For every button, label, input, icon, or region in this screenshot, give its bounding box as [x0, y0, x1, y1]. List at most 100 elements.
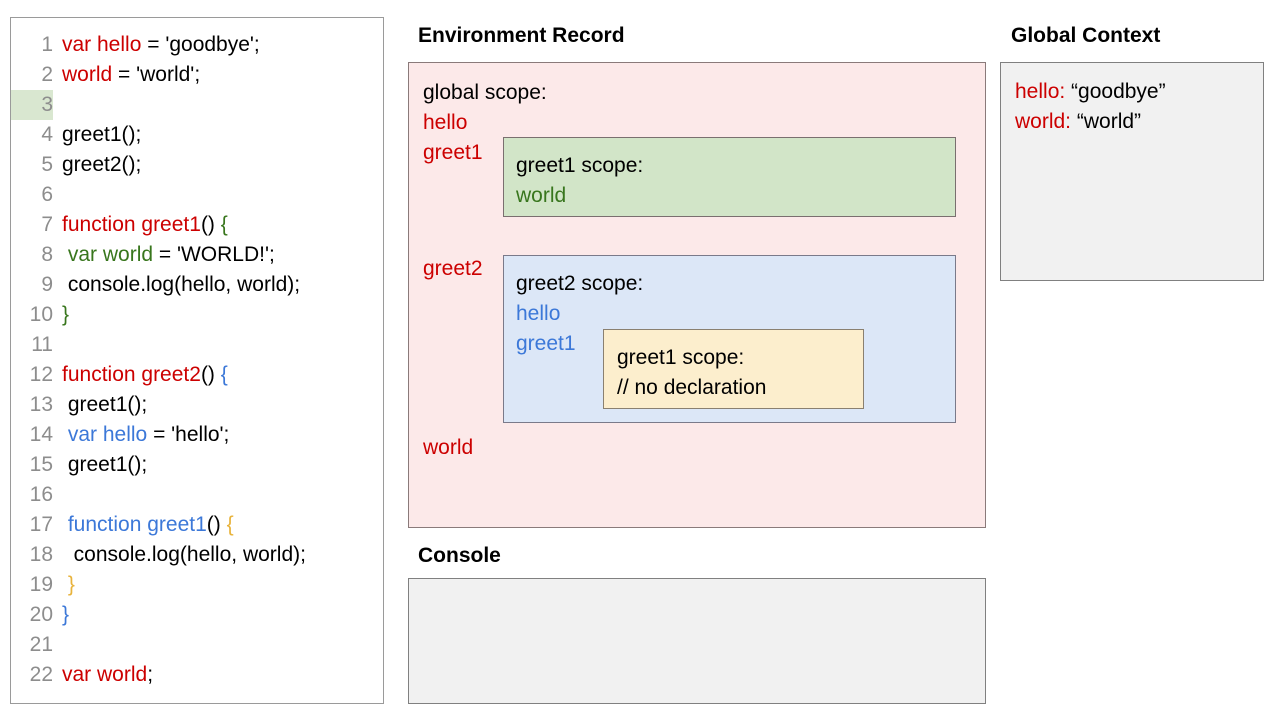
- code-line-text: function greet2() {: [53, 360, 228, 390]
- code-token: function greet1: [67, 513, 207, 536]
- code-token: = 'WORLD!';: [153, 243, 275, 266]
- code-line[interactable]: 14 var hello = 'hello';: [11, 420, 383, 450]
- code-line-number: 14: [29, 423, 53, 446]
- code-line-text: }: [53, 600, 69, 630]
- code-line[interactable]: 3: [11, 90, 383, 120]
- code-line-text: }: [53, 300, 69, 330]
- code-line[interactable]: 16: [11, 480, 383, 510]
- code-token: = 'goodbye';: [141, 33, 260, 56]
- code-line-number: 2: [41, 63, 53, 86]
- code-line-number: 8: [41, 243, 53, 266]
- global-context-title: Global Context: [1011, 24, 1161, 47]
- code-line[interactable]: 8 var world = 'WORLD!';: [11, 240, 383, 270]
- greet2-scope-binding-greet1: greet1: [516, 332, 576, 355]
- environment-record-title: Environment Record: [418, 24, 625, 47]
- code-line-text: greet1();: [53, 390, 147, 420]
- code-token: greet1();: [62, 123, 142, 146]
- global-context-entry: world: “world”: [1015, 107, 1263, 137]
- environment-record-panel: global scope: hello greet1 greet2 world …: [408, 62, 986, 528]
- code-token: console.log(hello, world);: [62, 543, 306, 566]
- code-token: (): [206, 513, 227, 536]
- code-line-number: 19: [29, 573, 53, 596]
- code-line[interactable]: 18 console.log(hello, world);: [11, 540, 383, 570]
- code-token: greet1();: [62, 453, 148, 476]
- code-line-number: 13: [29, 393, 53, 416]
- nested-greet1-scope-note: // no declaration: [617, 376, 767, 399]
- code-token: ;: [147, 663, 154, 686]
- code-line-text: var world = 'WORLD!';: [53, 240, 275, 270]
- code-line[interactable]: 17 function greet1() {: [11, 510, 383, 540]
- code-line-text: var world;: [53, 660, 153, 690]
- code-line[interactable]: 15 greet1();: [11, 450, 383, 480]
- global-context-entry-key: hello:: [1015, 80, 1066, 103]
- code-token: = 'world';: [112, 63, 201, 86]
- code-token: greet1();: [62, 393, 148, 416]
- global-context-entry-key: world:: [1015, 110, 1072, 133]
- code-token: {: [220, 363, 228, 386]
- code-token: var hello: [62, 33, 142, 56]
- code-token: console.log(hello, world);: [62, 273, 301, 296]
- code-token: {: [226, 513, 234, 536]
- code-line-number: 21: [29, 633, 53, 656]
- global-context-entry: hello: “goodbye”: [1015, 77, 1263, 107]
- code-line[interactable]: 20}: [11, 600, 383, 630]
- code-line[interactable]: 19 }: [11, 570, 383, 600]
- nested-greet1-scope-heading: greet1 scope:: [617, 346, 745, 369]
- global-context-panel: hello: “goodbye”world: “world”: [1000, 62, 1264, 281]
- code-line-number: 22: [29, 663, 53, 686]
- global-scope-binding-world: world: [423, 436, 474, 459]
- nested-greet1-scope-box: greet1 scope: // no declaration: [603, 329, 864, 409]
- code-line-text: var hello = 'hello';: [53, 420, 230, 450]
- global-scope-binding-greet1: greet1: [423, 141, 483, 164]
- code-token: = 'hello';: [147, 423, 230, 446]
- code-line-number: 17: [29, 513, 53, 536]
- global-context-entry-list: hello: “goodbye”world: “world”: [1015, 77, 1263, 137]
- code-line[interactable]: 10}: [11, 300, 383, 330]
- code-token: (): [200, 363, 221, 386]
- global-context-entry-value: “goodbye”: [1065, 80, 1166, 103]
- global-context-entry-value: “world”: [1071, 110, 1142, 133]
- code-line-text: var hello = 'goodbye';: [53, 30, 260, 60]
- code-line-number: 9: [41, 273, 53, 296]
- code-line-text: greet2();: [53, 150, 141, 180]
- console-panel[interactable]: [408, 578, 986, 704]
- code-line[interactable]: 6: [11, 180, 383, 210]
- code-line[interactable]: 9 console.log(hello, world);: [11, 270, 383, 300]
- greet1-scope-binding-world: world: [516, 184, 567, 207]
- code-token: function greet1: [62, 213, 201, 236]
- code-line-number: 12: [29, 363, 53, 386]
- code-line-number: 7: [41, 213, 53, 236]
- code-line-number: 18: [29, 543, 53, 566]
- code-line[interactable]: 11: [11, 330, 383, 360]
- code-line-number: 15: [29, 453, 53, 476]
- code-token: }: [67, 573, 75, 596]
- greet2-scope-heading: greet2 scope:: [516, 272, 644, 295]
- code-token: {: [220, 213, 228, 236]
- code-line[interactable]: 4 greet1();: [11, 120, 383, 150]
- code-line[interactable]: 21: [11, 630, 383, 660]
- code-line-number: 20: [29, 603, 53, 626]
- code-line[interactable]: 13 greet1();: [11, 390, 383, 420]
- console-title: Console: [418, 544, 501, 567]
- code-line-number: 10: [29, 303, 53, 326]
- code-line-number: 4: [41, 123, 53, 146]
- code-line-number: 16: [29, 483, 53, 506]
- code-token: var world: [62, 663, 148, 686]
- code-line-text: function greet1() {: [53, 510, 234, 540]
- greet1-scope-box: greet1 scope: world: [503, 137, 956, 217]
- greet2-scope-binding-hello: hello: [516, 302, 561, 325]
- console-output: [409, 579, 985, 599]
- code-line-text: console.log(hello, world);: [53, 540, 306, 570]
- global-scope-heading: global scope:: [423, 81, 547, 104]
- code-token: var world: [67, 243, 154, 266]
- code-token: var hello: [67, 423, 148, 446]
- code-line-text: }: [53, 570, 75, 600]
